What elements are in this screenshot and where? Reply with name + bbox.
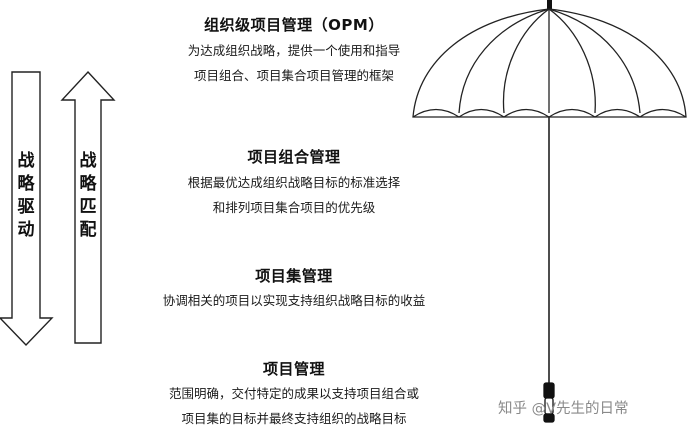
desc-line: 协调相关的项目以实现支持组织战略目标的收益 <box>162 293 426 308</box>
level-desc-program: 协调相关的项目以实现支持组织战略目标的收益 <box>114 288 474 313</box>
arrow-label-char: 配 <box>79 220 97 240</box>
arrow-label-char: 略 <box>17 174 35 194</box>
level-title-program: 项目集管理 <box>255 267 333 285</box>
up-arrow <box>60 70 116 344</box>
desc-line: 根据最优达成组织战略目标的标准选择 <box>187 175 401 190</box>
level-title-portfolio: 项目组合管理 <box>247 148 341 166</box>
watermark: 知乎 @V先生的日常 <box>498 401 629 417</box>
arrow-label-char: 动 <box>17 220 35 240</box>
down-arrow <box>0 71 54 347</box>
arrow-label-char: 驱 <box>17 197 35 217</box>
level-desc-portfolio: 根据最优达成组织战略目标的标准选择 和排列项目集合项目的优先级 <box>114 170 474 220</box>
level-title-project: 项目管理 <box>262 360 325 378</box>
level-title-opm: 组织级项目管理（OPM） <box>204 16 384 34</box>
desc-line: 和排列项目集合项目的优先级 <box>212 200 376 215</box>
arrow-label-char: 战 <box>79 151 97 171</box>
down-arrow-label: 战略驱动 <box>14 150 38 242</box>
level-desc-project: 范围明确，交付特定的成果以支持项目组合或 项目集的目标并最终支持组织的战略目标 <box>114 381 474 431</box>
desc-line: 为达成组织战略，提供一个使用和指导 <box>187 43 401 58</box>
arrow-label-char: 略 <box>79 174 97 194</box>
up-arrow-label: 战略匹配 <box>76 150 100 242</box>
desc-line: 项目组合、项目集合项目管理的框架 <box>193 68 394 83</box>
arrow-label-char: 战 <box>17 151 35 171</box>
desc-line: 范围明确，交付特定的成果以支持项目组合或 <box>168 386 419 401</box>
desc-line: 项目集的目标并最终支持组织的战略目标 <box>181 411 407 426</box>
umbrella-icon <box>412 0 687 423</box>
level-desc-opm: 为达成组织战略，提供一个使用和指导 项目组合、项目集合项目管理的框架 <box>114 38 474 88</box>
arrow-label-char: 匹 <box>79 197 97 217</box>
